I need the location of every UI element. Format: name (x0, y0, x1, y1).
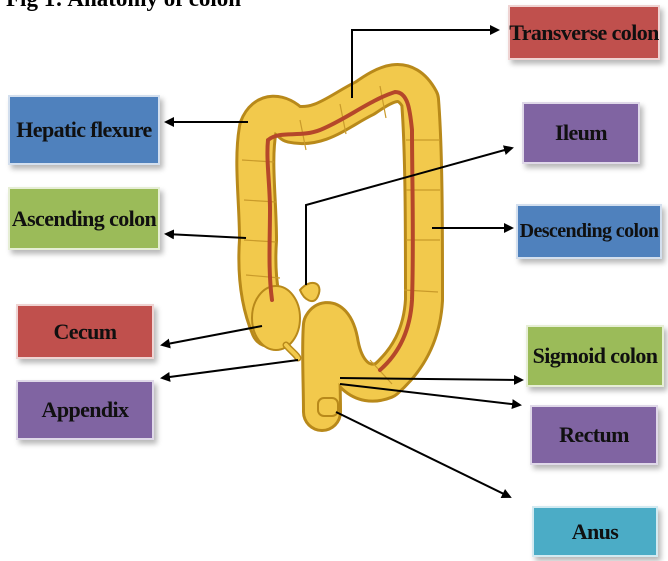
arrow-appendix (162, 360, 298, 378)
label-sigmoid-colon: Sigmoid colon (526, 325, 664, 387)
arrow-anus (336, 412, 510, 497)
arrow-ascending-colon (166, 234, 246, 238)
arrow-cecum (162, 326, 262, 345)
label-anus: Anus (532, 506, 658, 557)
label-ileum: Ileum (522, 102, 640, 164)
label-cecum: Cecum (16, 304, 154, 359)
label-appendix: Appendix (16, 380, 154, 440)
cecum-pouch (252, 286, 300, 350)
label-hepatic-flexure: Hepatic flexure (8, 95, 160, 165)
label-descending-colon: Descending colon (516, 204, 662, 259)
rectum-structure (318, 398, 338, 416)
colon-illustration (242, 83, 440, 416)
label-ascending-colon: Ascending colon (8, 187, 160, 250)
label-transverse-colon: Transverse colon (508, 5, 660, 60)
ileum-stub (300, 283, 319, 301)
label-rectum: Rectum (530, 405, 658, 465)
